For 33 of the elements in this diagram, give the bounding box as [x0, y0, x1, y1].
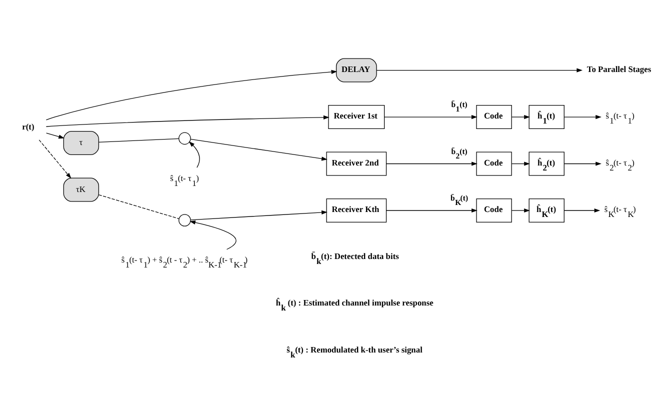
arrow [384, 114, 478, 119]
arrow [386, 208, 478, 212]
arrow [376, 68, 583, 72]
node-box: Code [476, 151, 512, 176]
node-box: Receiver Kth [326, 198, 387, 222]
node-box: Code [476, 104, 512, 129]
node-box: Code [476, 198, 512, 222]
node-text: To Parallel Stages [586, 63, 652, 74]
arrow [511, 208, 530, 212]
arrow [190, 220, 236, 250]
node-box: Receiver 2nd [326, 151, 387, 176]
node-circle [178, 132, 191, 144]
arrow [511, 114, 530, 119]
node-box: Receiver 1st [328, 104, 385, 129]
arrow [564, 161, 602, 166]
arrow [511, 161, 530, 166]
arrow [386, 161, 478, 166]
node-text: r(t) [22, 121, 34, 132]
arrow [188, 140, 200, 168]
connector [98, 194, 180, 219]
node-circle [178, 214, 191, 226]
arrow [46, 132, 64, 138]
node-box: τK [63, 177, 100, 202]
arrow [564, 208, 600, 212]
node-box: τ [63, 130, 100, 154]
arrow [190, 138, 328, 160]
arrow [38, 139, 72, 178]
connector [98, 138, 179, 142]
arrow [190, 210, 328, 220]
node-box: DELAY [336, 58, 377, 82]
arrow [564, 114, 602, 119]
arrow [46, 69, 338, 120]
arrow [46, 114, 330, 126]
